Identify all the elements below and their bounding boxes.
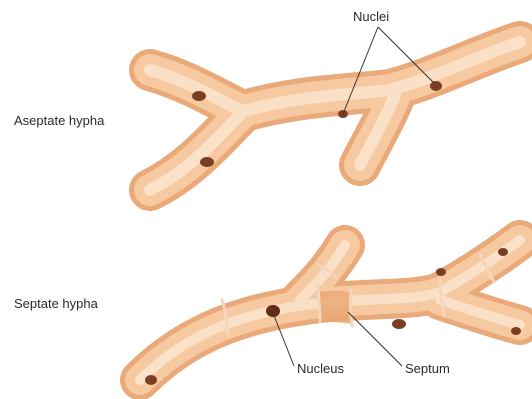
nuclei-label: Nuclei: [353, 9, 389, 24]
nucleus-dot: [192, 91, 206, 101]
septum-leader-line: [348, 312, 402, 366]
nucleus-dot: [266, 305, 280, 317]
aseptate-hypha: [150, 42, 520, 190]
nucleus-dot: [498, 248, 508, 256]
nucleus-dot: [430, 81, 442, 91]
aseptate-hypha-label: Aseptate hypha: [14, 113, 104, 128]
nucleus-label: Nucleus: [297, 361, 344, 376]
septate-hypha-label: Septate hypha: [14, 296, 98, 311]
septum-wall: [350, 290, 352, 326]
nucleus-dot: [145, 375, 157, 385]
nucleus-dot: [436, 268, 446, 276]
septum-label: Septum: [405, 361, 450, 376]
nucleus-dot: [392, 319, 406, 329]
nucleus-dot: [511, 327, 521, 335]
nucleus-dot: [200, 157, 214, 167]
